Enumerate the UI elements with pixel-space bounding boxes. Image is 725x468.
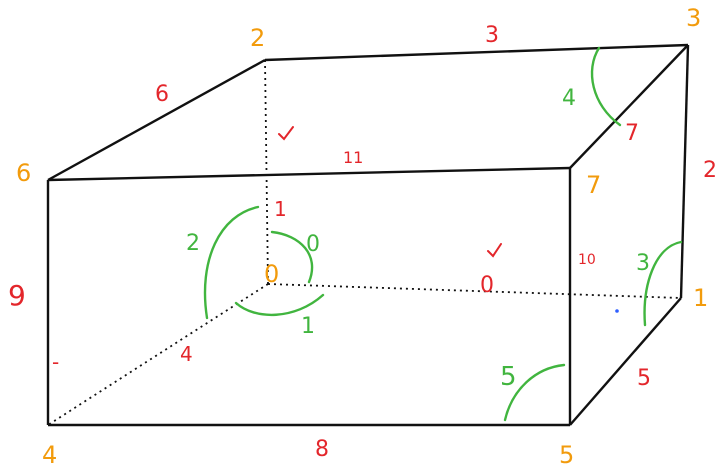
edge-top-left [47, 58, 266, 182]
vertex-label-7: 7 [586, 171, 601, 199]
angle-arc-top-right [590, 46, 622, 127]
angle-arc-right-middle [643, 240, 683, 327]
hidden-edge-bottom-back [267, 283, 682, 299]
edge-label-top-front: 11 [343, 148, 363, 167]
edge-top-back [264, 43, 689, 62]
check-mark-upper [278, 126, 294, 141]
vertex-label-6: 6 [16, 159, 31, 187]
vertex-label-4: 4 [42, 441, 57, 468]
edge-label-top-left: 6 [155, 82, 169, 107]
edge-label-left-front-vertical: 9 [8, 279, 26, 312]
angle-arc-center-left [203, 205, 260, 320]
edge-label-right-back-vertical: 2 [703, 158, 717, 183]
angle-label-center-right: 0 [306, 232, 320, 257]
angle-label-top-right: 4 [562, 86, 576, 111]
angle-label-front-bottom: 5 [500, 362, 517, 392]
edge-label-small-mark: - [52, 350, 59, 374]
dot-mark [615, 309, 619, 313]
angle-arc-center-bottom [234, 293, 325, 317]
angle-arc-center-right [270, 230, 314, 284]
edge-top-front [47, 166, 571, 182]
vertex-label-2: 2 [250, 24, 265, 52]
edge-label-bottom-back-hidden: 0 [480, 273, 494, 298]
edge-label-front-inner-vertical: 10 [578, 252, 596, 268]
edge-label-back-left-vertical-hidden: 1 [274, 197, 287, 221]
vertex-label-0: 0 [264, 260, 279, 288]
edge-label-top-back: 3 [485, 23, 499, 48]
edge-top-right [569, 44, 689, 169]
edge-label-bottom-left-hidden: 4 [180, 342, 193, 366]
check-mark-middle [487, 243, 502, 258]
angle-label-right-middle: 3 [636, 251, 650, 276]
vertex-label-3: 3 [686, 4, 701, 32]
hidden-edge-left-vertical [264, 59, 269, 285]
edge-label-bottom-front: 8 [315, 437, 329, 462]
edge-label-top-right-upper: 7 [625, 121, 639, 146]
edge-label-bottom-right: 5 [637, 366, 651, 391]
angle-label-center-bottom: 1 [301, 314, 315, 339]
edge-right-back-vertical [679, 44, 690, 299]
angle-label-center-left: 2 [186, 231, 200, 256]
vertex-label-1: 1 [693, 284, 708, 312]
angle-arc-front-bottom [503, 363, 566, 422]
vertex-label-5: 5 [559, 441, 574, 468]
edge-bottom-right [569, 297, 682, 426]
hidden-edge-bottom-left [47, 283, 269, 426]
